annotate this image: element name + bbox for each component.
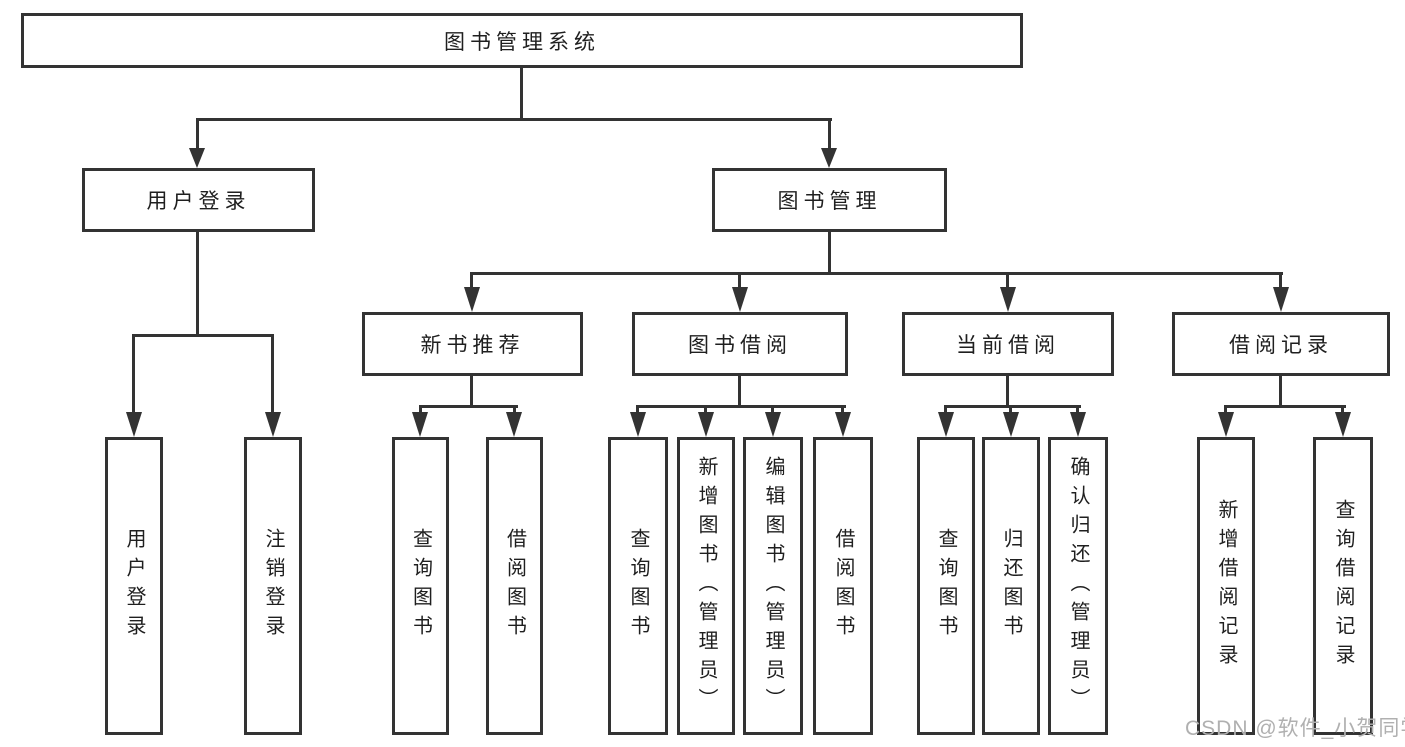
arrowhead-down-icon — [1070, 412, 1086, 437]
node-book-borrowing: 图书借阅 — [632, 312, 848, 376]
connector-line — [771, 405, 774, 415]
connector-line — [1224, 405, 1227, 415]
arrowhead-down-icon — [1000, 287, 1016, 312]
connector-line — [271, 334, 274, 414]
connector-line — [520, 68, 523, 121]
arrowhead-down-icon — [1335, 412, 1351, 437]
connector-line — [636, 405, 846, 408]
connector-line — [944, 405, 947, 415]
node-library-system: 图书管理系统 — [21, 13, 1023, 68]
arrowhead-down-icon — [1273, 287, 1289, 312]
connector-line — [470, 272, 1283, 275]
connector-line — [738, 376, 741, 408]
arrowhead-down-icon — [765, 412, 781, 437]
connector-line — [196, 232, 199, 337]
connector-line — [636, 405, 639, 415]
connector-line — [513, 405, 516, 415]
leaf-borrow-books-recommend: 借阅图书 — [486, 437, 543, 735]
connector-line — [1006, 272, 1009, 292]
connector-line — [196, 118, 832, 121]
arrowhead-down-icon — [1003, 412, 1019, 437]
connector-line — [1006, 376, 1009, 408]
leaf-return-books: 归还图书 — [982, 437, 1040, 735]
arrowhead-down-icon — [126, 412, 142, 437]
arrowhead-down-icon — [506, 412, 522, 437]
connector-line — [470, 272, 473, 292]
leaf-query-books-recommend: 查询图书 — [392, 437, 449, 735]
leaf-borrow-books: 借阅图书 — [813, 437, 873, 735]
leaf-user-login: 用户登录 — [105, 437, 163, 735]
leaf-add-books-admin: 新增图书（管理员） — [677, 437, 735, 735]
leaf-confirm-return-admin: 确认归还（管理员） — [1048, 437, 1108, 735]
node-current-borrowing: 当前借阅 — [902, 312, 1114, 376]
node-new-book-recommend: 新书推荐 — [362, 312, 583, 376]
csdn-watermark: CSDN @软件_小贺同学 — [1185, 717, 1405, 740]
arrowhead-down-icon — [1218, 412, 1234, 437]
connector-line — [704, 405, 707, 415]
connector-line — [419, 405, 422, 415]
connector-line — [738, 272, 741, 292]
connector-line — [828, 232, 831, 275]
connector-line — [1279, 272, 1282, 292]
connector-line — [828, 118, 831, 150]
connector-line — [132, 334, 135, 414]
connector-line — [1279, 376, 1282, 408]
arrowhead-down-icon — [464, 287, 480, 312]
node-book-management: 图书管理 — [712, 168, 947, 232]
connector-line — [944, 405, 1081, 408]
arrowhead-down-icon — [835, 412, 851, 437]
connector-line — [1076, 405, 1079, 415]
node-user-login-module: 用户登录 — [82, 168, 315, 232]
leaf-query-books-borrowing: 查询图书 — [608, 437, 668, 735]
leaf-logout: 注销登录 — [244, 437, 302, 735]
arrowhead-down-icon — [412, 412, 428, 437]
connector-line — [841, 405, 844, 415]
arrowhead-down-icon — [938, 412, 954, 437]
connector-line — [196, 118, 199, 150]
arrowhead-down-icon — [698, 412, 714, 437]
connector-line — [470, 376, 473, 408]
connector-line — [419, 405, 518, 408]
leaf-query-borrow-record: 查询借阅记录 — [1313, 437, 1373, 735]
connector-line — [1009, 405, 1012, 415]
connector-line — [132, 334, 274, 337]
node-borrowing-records: 借阅记录 — [1172, 312, 1390, 376]
arrowhead-down-icon — [189, 148, 205, 168]
arrowhead-down-icon — [630, 412, 646, 437]
arrowhead-down-icon — [821, 148, 837, 168]
arrowhead-down-icon — [265, 412, 281, 437]
connector-line — [1224, 405, 1346, 408]
leaf-add-borrow-record: 新增借阅记录 — [1197, 437, 1255, 735]
connector-line — [1341, 405, 1344, 415]
leaf-query-books-current: 查询图书 — [917, 437, 975, 735]
arrowhead-down-icon — [732, 287, 748, 312]
leaf-edit-books-admin: 编辑图书（管理员） — [743, 437, 803, 735]
